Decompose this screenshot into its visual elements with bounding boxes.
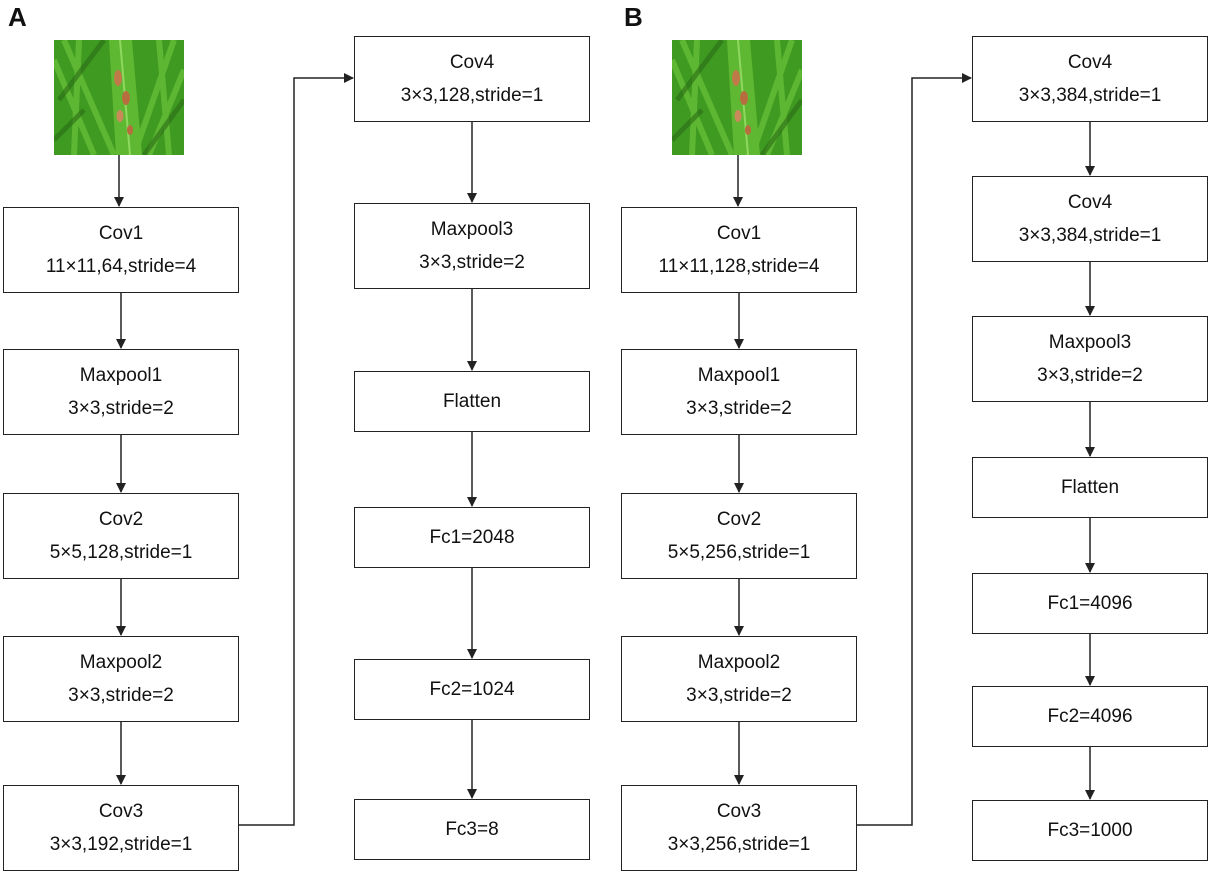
layer-box: Maxpool3 3×3,stride=2 [972, 316, 1208, 402]
layer-box: Maxpool1 3×3,stride=2 [3, 349, 239, 435]
layer-name: Maxpool2 [697, 651, 781, 673]
layer-name: Fc1=2048 [429, 526, 515, 548]
layer-name: Maxpool3 [430, 218, 514, 240]
layer-params: 11×11,128,stride=4 [658, 256, 820, 277]
layer-params: 3×3,256,stride=1 [667, 834, 811, 855]
layer-box: Cov1 11×11,128,stride=4 [621, 207, 857, 293]
layer-name: Flatten [1060, 476, 1120, 498]
layer-name: Cov4 [1067, 191, 1113, 213]
layer-name: Fc3=8 [445, 818, 499, 840]
layer-box: Cov4 3×3,384,stride=1 [972, 176, 1208, 262]
layer-box: Fc1=2048 [354, 507, 590, 568]
layer-box: Cov4 3×3,128,stride=1 [354, 36, 590, 122]
layer-name: Cov2 [716, 508, 762, 530]
layer-name: Fc2=1024 [429, 678, 515, 700]
layer-name: Fc3=1000 [1047, 819, 1133, 841]
layer-name: Maxpool2 [79, 651, 163, 673]
layer-name: Cov4 [1067, 51, 1113, 73]
layer-params: 3×3,192,stride=1 [49, 834, 193, 855]
layer-box: Maxpool1 3×3,stride=2 [621, 349, 857, 435]
layer-box: Cov2 5×5,256,stride=1 [621, 493, 857, 579]
layer-params: 3×3,384,stride=1 [1018, 225, 1162, 246]
layer-name: Cov1 [716, 222, 762, 244]
panel-label-b: B [624, 2, 643, 32]
layer-box: Flatten [972, 457, 1208, 518]
column-connector-arrow [239, 73, 354, 826]
layer-params: 3×3,384,stride=1 [1018, 85, 1162, 106]
layer-box: Fc3=1000 [972, 800, 1208, 861]
column-connector-arrow [857, 73, 972, 826]
layer-name: Cov4 [449, 51, 495, 73]
layer-params: 3×3,stride=2 [1037, 365, 1143, 386]
rice-leaf-image [672, 40, 802, 155]
layer-box: Cov2 5×5,128,stride=1 [3, 493, 239, 579]
layer-box: Fc3=8 [354, 799, 590, 860]
layer-box: Cov3 3×3,192,stride=1 [3, 785, 239, 871]
layer-box: Cov1 11×11,64,stride=4 [3, 207, 239, 293]
layer-params: 5×5,256,stride=1 [667, 542, 811, 563]
layer-box: Cov3 3×3,256,stride=1 [621, 785, 857, 871]
layer-params: 3×3,stride=2 [68, 398, 174, 419]
panel-label-a: A [8, 2, 27, 32]
layer-name: Fc2=4096 [1047, 705, 1133, 727]
layer-params: 3×3,stride=2 [686, 398, 792, 419]
layer-box: Maxpool2 3×3,stride=2 [621, 636, 857, 722]
layer-box: Maxpool3 3×3,stride=2 [354, 203, 590, 289]
layer-name: Cov3 [98, 800, 144, 822]
layer-name: Cov3 [716, 800, 762, 822]
layer-params: 5×5,128,stride=1 [49, 542, 193, 563]
layer-params: 3×3,stride=2 [419, 252, 525, 273]
layer-name: Maxpool1 [79, 364, 163, 386]
layer-box: Maxpool2 3×3,stride=2 [3, 636, 239, 722]
layer-name: Cov2 [98, 508, 144, 530]
layer-params: 11×11,64,stride=4 [45, 256, 197, 277]
layer-name: Cov1 [98, 222, 144, 244]
layer-name: Flatten [442, 390, 502, 412]
layer-box: Fc1=4096 [972, 573, 1208, 634]
layer-box: Cov4 3×3,384,stride=1 [972, 36, 1208, 122]
layer-name: Fc1=4096 [1047, 592, 1133, 614]
layer-params: 3×3,128,stride=1 [400, 85, 544, 106]
rice-leaf-image [54, 40, 184, 155]
layer-name: Maxpool1 [697, 364, 781, 386]
layer-box: Fc2=4096 [972, 686, 1208, 747]
layer-params: 3×3,stride=2 [68, 685, 174, 706]
layer-box: Fc2=1024 [354, 659, 590, 720]
layer-box: Flatten [354, 371, 590, 432]
layer-name: Maxpool3 [1048, 331, 1132, 353]
layer-params: 3×3,stride=2 [686, 685, 792, 706]
